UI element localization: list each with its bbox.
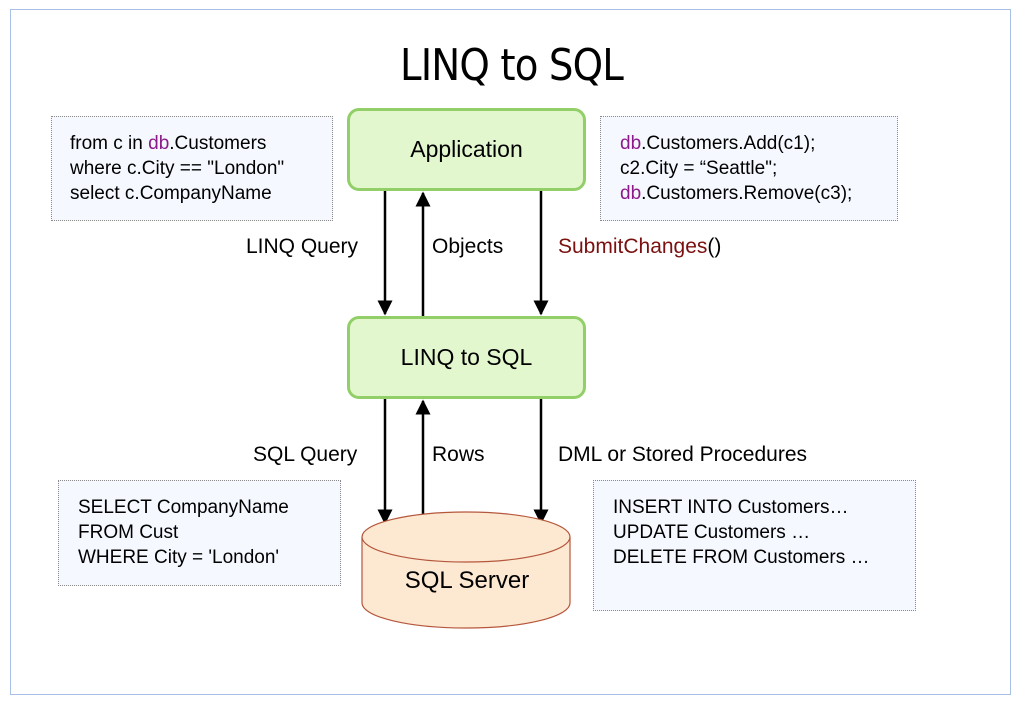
dml-code-box: INSERT INTO Customers… UPDATE Customers … <box>593 480 916 611</box>
code-line: SELECT CompanyName <box>78 497 289 518</box>
db-keyword: db <box>620 133 642 154</box>
linq-to-sql-node: LINQ to SQL <box>347 316 586 399</box>
cylinder-body <box>361 537 571 629</box>
sql-server-label: SQL Server <box>404 567 530 594</box>
application-node: Application <box>347 108 586 191</box>
sql-server-database <box>361 511 571 629</box>
code-line: c2.City = “Seattle"; <box>620 158 778 179</box>
code-line: db.Customers.Add(c1); <box>620 133 816 154</box>
db-keyword: db <box>620 183 642 204</box>
code-line: DELETE FROM Customers … <box>613 547 870 568</box>
linq-query-label: LINQ Query <box>246 235 359 258</box>
cylinder-top <box>361 511 571 563</box>
code-line: WHERE City = 'London' <box>78 547 280 568</box>
code-line: where c.City == "London" <box>70 158 285 179</box>
code-line: db.Customers.Remove(c3); <box>620 183 853 204</box>
code-line: INSERT INTO Customers… <box>613 497 849 518</box>
changes-code-box: db.Customers.Add(c1); c2.City = “Seattle… <box>600 116 898 221</box>
application-label: Application <box>410 136 523 162</box>
submit-changes-label: SubmitChanges() <box>558 235 722 258</box>
diagram-title: LINQ to SQL <box>400 40 624 91</box>
dml-label: DML or Stored Procedures <box>558 443 807 466</box>
sql-query-label: SQL Query <box>253 443 358 466</box>
linq-to-sql-label: LINQ to SQL <box>400 344 533 370</box>
sql-query-code-box: SELECT CompanyName FROM Cust WHERE City … <box>58 480 341 586</box>
db-keyword: db <box>148 133 170 154</box>
code-line: UPDATE Customers … <box>613 522 811 543</box>
code-line: select c.CompanyName <box>70 183 272 204</box>
submit-changes-method: SubmitChanges <box>558 235 708 258</box>
code-line: from c in db.Customers <box>70 133 267 154</box>
objects-label: Objects <box>432 235 504 258</box>
code-line: FROM Cust <box>78 522 179 543</box>
rows-label: Rows <box>432 443 485 466</box>
linq-query-code-box: from c in db.Customers where c.City == "… <box>51 116 333 221</box>
